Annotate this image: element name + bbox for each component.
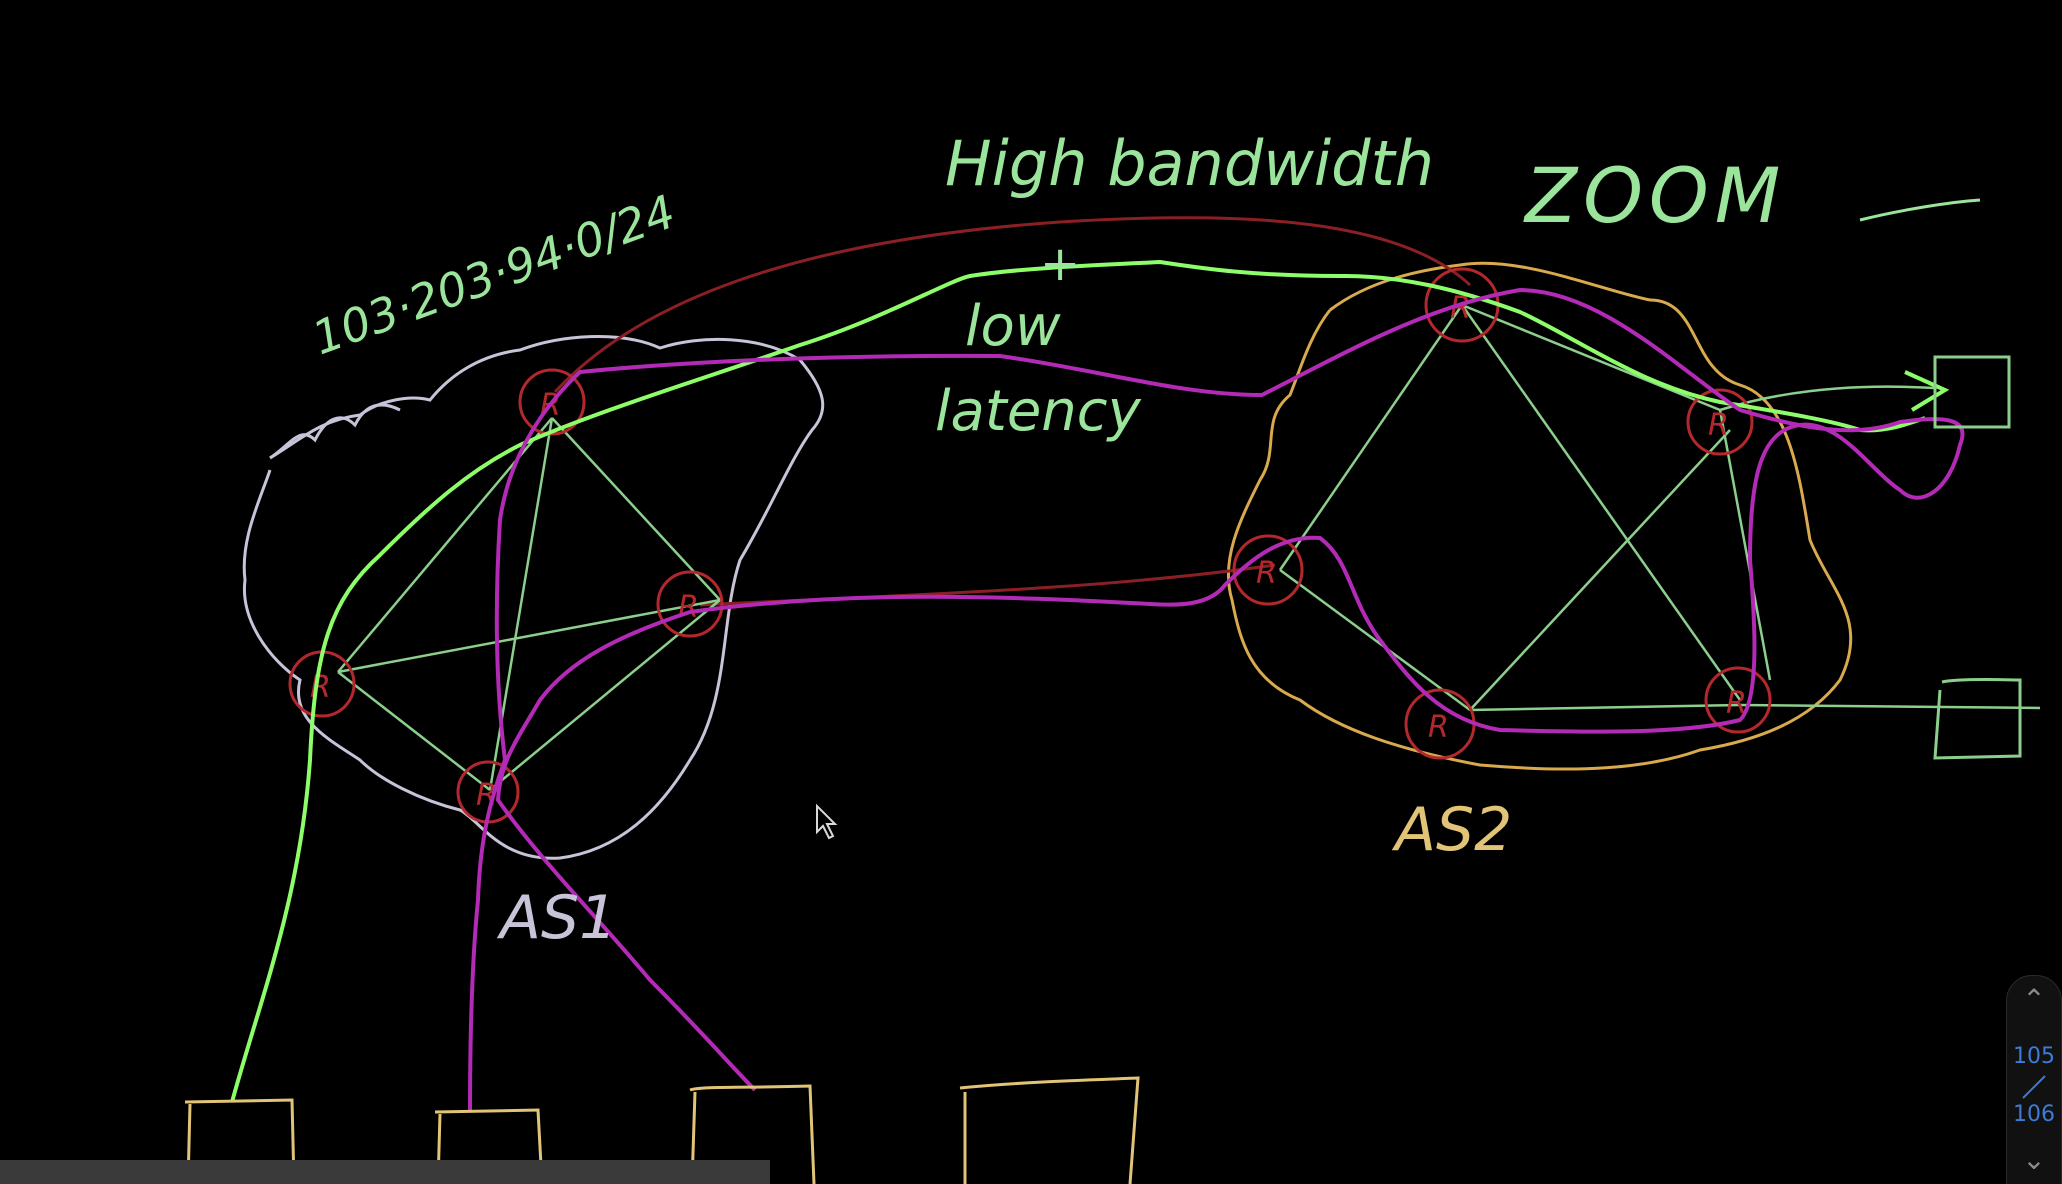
as2-label: AS2: [1391, 795, 1512, 865]
green-path-arrowhead: [1904, 370, 1950, 412]
host-box-right-top: [1933, 355, 2011, 429]
chevron-down-icon[interactable]: ⌄: [2022, 1143, 2046, 1176]
mouse-cursor-icon: [816, 803, 838, 840]
zoom-label: ZOOM: [1523, 151, 1786, 240]
router-label: R: [1256, 556, 1277, 591]
router-label: R: [1726, 686, 1747, 721]
latency-label: latency: [935, 379, 1142, 444]
router-label: R: [1428, 710, 1449, 745]
as1-internal-links: [337, 417, 721, 791]
host-box-4: [959, 1076, 1140, 1184]
router-label: R: [1708, 408, 1729, 443]
high-bandwidth-label: High bandwidth: [945, 127, 1434, 200]
zoom-underline-tail: [1859, 198, 1981, 222]
red-link-top: [553, 216, 1472, 394]
horizontal-scrollbar[interactable]: [0, 1160, 770, 1184]
green-path: [230, 259, 1926, 1103]
plus-label: +: [1040, 236, 1080, 292]
as2-cloud: [1227, 261, 1853, 771]
purple-path: [468, 287, 1965, 1113]
router-as2-left: R: [1232, 534, 1304, 606]
router-as2-bottom-right: R: [1704, 666, 1772, 734]
current-page-number: 105: [2013, 1044, 2055, 1069]
host-box-right-bottom: [1933, 678, 2022, 760]
as1-cloud-squiggle: [269, 403, 401, 460]
router-label: R: [678, 590, 699, 625]
as1-label: AS1: [496, 883, 617, 953]
total-page-number: 106: [2013, 1102, 2055, 1127]
router-label: R: [1450, 291, 1471, 326]
router-as2-right: R: [1686, 388, 1754, 456]
low-label: low: [965, 294, 1061, 359]
page-separator: [2022, 1075, 2046, 1099]
router-as2-bottom-left: R: [1404, 688, 1476, 760]
chevron-up-icon[interactable]: ⌃: [2022, 983, 2046, 1016]
as1-cloud: [242, 334, 825, 860]
page-navigator: ⌃ 105 106 ⌄: [2006, 975, 2062, 1184]
as2-internal-links: [1278, 303, 2041, 712]
